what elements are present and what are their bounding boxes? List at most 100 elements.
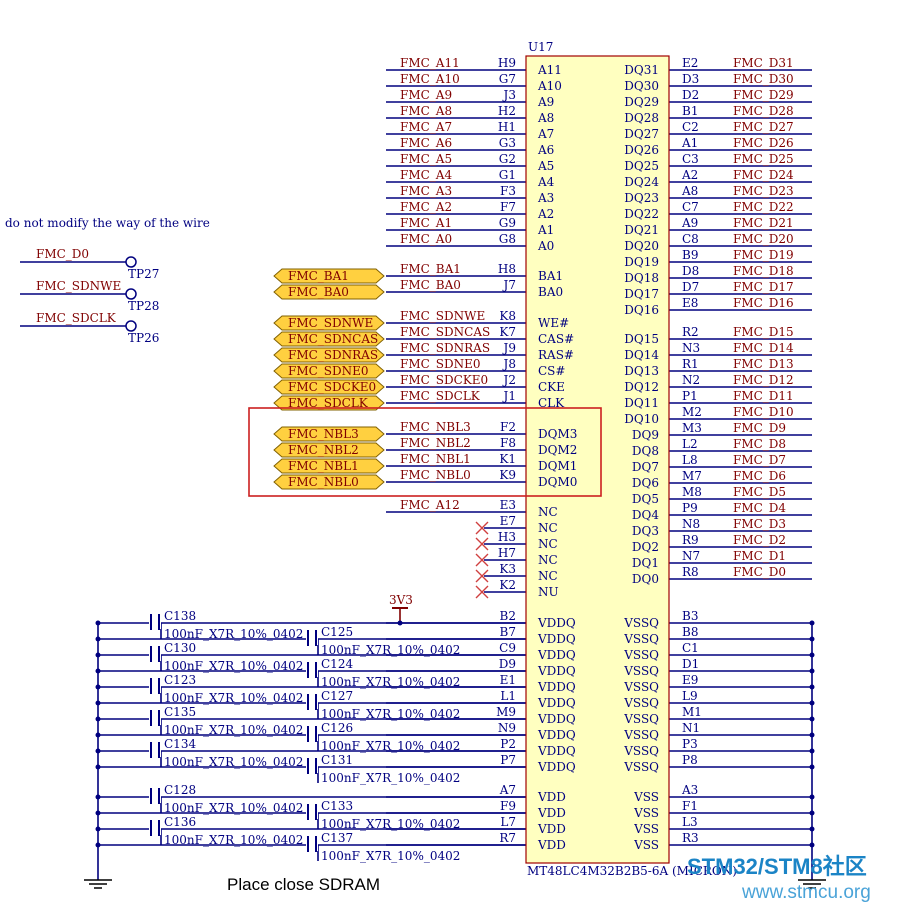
pin-ball: P8 xyxy=(682,753,698,767)
chip-ref: U17 xyxy=(528,40,553,54)
pin-name: DQ8 xyxy=(632,444,659,458)
pin-name: NU xyxy=(538,585,559,599)
net-label: FMC_D5 xyxy=(733,485,786,499)
junction-dot xyxy=(95,684,101,690)
pin-ball: K2 xyxy=(499,578,516,592)
net-label: FMC_BA0 xyxy=(400,278,461,292)
pin-ball: G9 xyxy=(499,216,516,230)
cap-value: 100nF_X7R_10%_0402 xyxy=(321,739,460,753)
pin-name: A5 xyxy=(537,159,554,173)
pin-name: VDD xyxy=(537,790,566,804)
pin-ball: E2 xyxy=(682,56,698,70)
port-shape xyxy=(273,331,385,347)
pin-name: DQ2 xyxy=(632,540,659,554)
pin-ball: R3 xyxy=(682,831,699,845)
pin-ball: P1 xyxy=(682,389,698,403)
pin-ball: C1 xyxy=(682,641,699,655)
net-label: FMC_D28 xyxy=(733,104,794,118)
cap-ref: C124 xyxy=(321,657,353,671)
pin-ball: B2 xyxy=(500,609,516,623)
pin-name: DQ12 xyxy=(624,380,659,394)
net-label: FMC_D23 xyxy=(733,184,794,198)
net-label: FMC_D7 xyxy=(733,453,786,467)
placement-note: Place close SDRAM xyxy=(227,875,380,894)
cap-ref: C138 xyxy=(164,609,196,623)
pin-ball: N3 xyxy=(682,341,700,355)
pin-ball: L1 xyxy=(500,689,516,703)
pin-name: DQ18 xyxy=(624,271,659,285)
net-label: FMC_SDNE0 xyxy=(400,357,481,371)
pin-ball: J9 xyxy=(502,341,516,355)
junction-dot xyxy=(95,810,101,816)
test-point-ref: TP27 xyxy=(128,267,159,281)
chip-body xyxy=(525,55,670,864)
cap-ref: C130 xyxy=(164,641,196,655)
pin-ball: H3 xyxy=(498,530,516,544)
pin-ball: H2 xyxy=(498,104,516,118)
port-label: FMC_NBL2 xyxy=(288,443,359,457)
junction-dot xyxy=(809,810,815,816)
pin-ball: J3 xyxy=(502,88,516,102)
cap-ref: C134 xyxy=(164,737,196,751)
junction-dot xyxy=(809,636,815,642)
pin-ball: B8 xyxy=(682,625,698,639)
junction-dot xyxy=(809,668,815,674)
pin-name: VSSQ xyxy=(623,696,659,710)
pin-name: DQ15 xyxy=(624,332,659,346)
pin-name: NC xyxy=(538,569,558,583)
port-label: FMC_SDNE0 xyxy=(288,364,369,378)
pin-name: DQ22 xyxy=(624,207,659,221)
port-label: FMC_NBL0 xyxy=(288,475,359,489)
pin-ball: P3 xyxy=(682,737,698,751)
cap-value: 100nF_X7R_10%_0402 xyxy=(321,707,460,721)
junction-dot xyxy=(809,620,815,626)
net-label: FMC_D26 xyxy=(733,136,794,150)
pin-name: RAS# xyxy=(538,348,574,362)
pin-name: A11 xyxy=(537,63,562,77)
pin-name: DQ3 xyxy=(632,524,659,538)
port-label: FMC_SDNCAS xyxy=(288,332,378,346)
pin-name: DQ9 xyxy=(632,428,659,442)
pin-ball: F9 xyxy=(500,799,516,813)
pin-ball: R2 xyxy=(682,325,699,339)
pin-ball: C2 xyxy=(682,120,699,134)
pin-name: DQ23 xyxy=(624,191,659,205)
pin-ball: D2 xyxy=(682,88,699,102)
net-label: FMC_D21 xyxy=(733,216,794,230)
pin-name: A2 xyxy=(537,207,554,221)
junction-dot xyxy=(95,842,101,848)
net-label: FMC_A4 xyxy=(400,168,452,182)
pin-name: DQ26 xyxy=(624,143,659,157)
net-label: FMC_D8 xyxy=(733,437,786,451)
pin-ball: N2 xyxy=(682,373,700,387)
test-point-ref: TP28 xyxy=(128,299,159,313)
net-label: FMC_A10 xyxy=(400,72,460,86)
pin-name: CLK xyxy=(538,396,565,410)
test-point-pad xyxy=(125,288,137,300)
junction-dot xyxy=(95,826,101,832)
pin-name: DQ11 xyxy=(624,396,659,410)
pin-name: BA1 xyxy=(538,269,563,283)
pin-ball: G1 xyxy=(499,168,516,182)
pin-name: VSS xyxy=(633,790,659,804)
net-label: FMC_BA1 xyxy=(400,262,461,276)
net-label: FMC_NBL3 xyxy=(400,420,471,434)
net-label: FMC_D27 xyxy=(733,120,794,134)
test-point-net: FMC_D0 xyxy=(36,247,89,261)
net-label: FMC_NBL1 xyxy=(400,452,471,466)
pin-name: VSS xyxy=(633,822,659,836)
pin-name: DQ5 xyxy=(632,492,659,506)
net-label: FMC_D3 xyxy=(733,517,786,531)
pin-ball: R9 xyxy=(682,533,699,547)
cap-value: 100nF_X7R_10%_0402 xyxy=(321,771,460,785)
pin-name: NC xyxy=(538,553,558,567)
pin-ball: E8 xyxy=(682,296,698,310)
junction-dot xyxy=(95,764,101,770)
pin-ball: F1 xyxy=(682,799,698,813)
pin-name: A1 xyxy=(537,223,554,237)
pin-name: DQM0 xyxy=(538,475,577,489)
pin-ball: H8 xyxy=(498,262,516,276)
junction-dot xyxy=(809,748,815,754)
cap-ref: C125 xyxy=(321,625,353,639)
